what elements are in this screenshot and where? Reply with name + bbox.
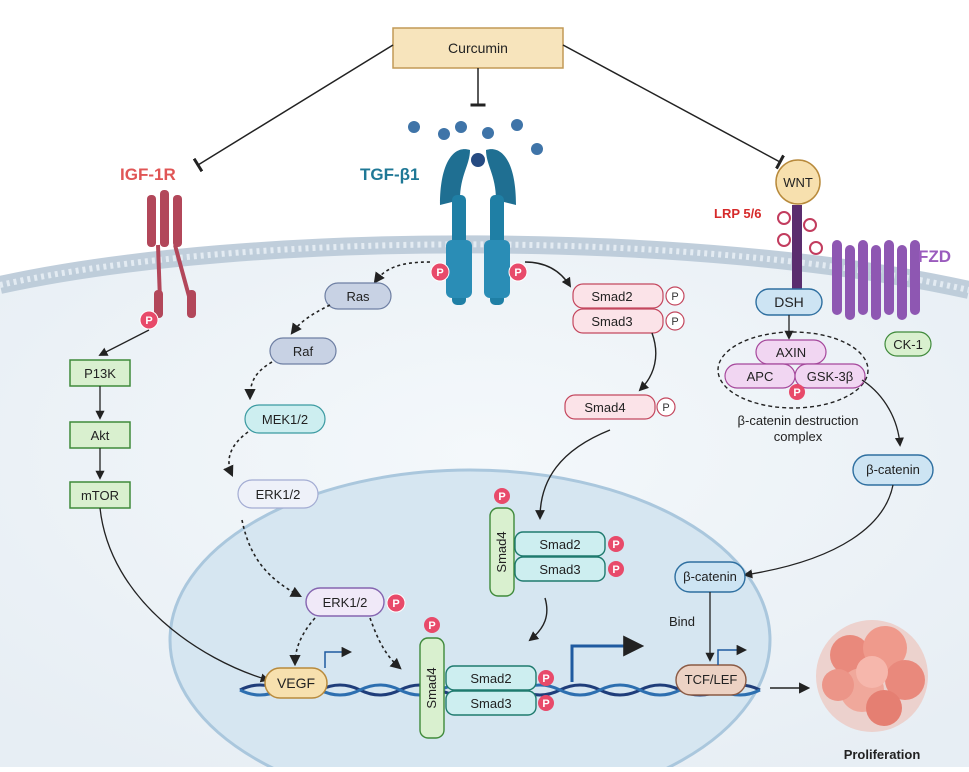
ck1-node[interactable] [884, 331, 932, 357]
tcf-lef-label: TCF/LEF [685, 672, 738, 687]
raf-label: Raf [293, 344, 314, 359]
mek-node[interactable] [244, 404, 326, 434]
svg-text:GSK-3β: GSK-3β [807, 369, 854, 384]
nuclear-smad3[interactable] [445, 690, 537, 716]
svg-text:APC: APC [747, 369, 774, 384]
tcf-lef-node[interactable] [675, 664, 747, 696]
svg-text:Smad4: Smad4 [424, 667, 439, 708]
erk-nuclear-node[interactable] [305, 587, 385, 617]
svg-text:Smad2: Smad2 [470, 671, 511, 686]
fzd-label: FZD [918, 247, 951, 266]
svg-text:P: P [428, 620, 435, 632]
svg-text:P: P [145, 315, 152, 327]
smad3-node[interactable] [572, 308, 664, 334]
smad2-label: Smad2 [591, 289, 632, 304]
smad-complex-smad2[interactable] [514, 531, 606, 557]
svg-text:P: P [498, 491, 505, 503]
svg-text:AXIN: AXIN [776, 345, 806, 360]
complex-label-2: complex [774, 429, 823, 444]
nuclear-smad4[interactable] [419, 637, 445, 739]
axin-node[interactable] [755, 339, 827, 365]
erk-label: ERK1/2 [256, 487, 301, 502]
phospho-igf [139, 310, 159, 330]
vegf-label: VEGF [277, 675, 315, 691]
svg-text:P: P [514, 267, 521, 279]
svg-text:β-catenin: β-catenin [866, 462, 920, 477]
tgf-label: TGF-β1 [360, 165, 419, 184]
svg-text:P: P [436, 267, 443, 279]
complex-label-1: β-catenin destruction [738, 413, 859, 428]
svg-text:Smad3: Smad3 [470, 696, 511, 711]
nuclear-smad2[interactable] [445, 665, 537, 691]
svg-text:P: P [662, 402, 669, 414]
svg-text:P: P [793, 387, 800, 399]
pi3k-label: P13K [84, 366, 116, 381]
proliferation-cluster [816, 620, 928, 732]
fzd-receptor [832, 240, 920, 320]
svg-text:P: P [392, 598, 399, 610]
tgf-ligands [408, 119, 543, 167]
igf-receptor [147, 190, 196, 318]
ras-node[interactable] [324, 282, 392, 310]
bind-label: Bind [669, 614, 695, 629]
ck1-label: CK-1 [893, 337, 923, 352]
dsh-label: DSH [774, 294, 804, 310]
proliferation-label: Proliferation [844, 747, 921, 762]
mtor-node[interactable] [69, 481, 131, 509]
mek-label: MEK1/2 [262, 412, 308, 427]
lrp-receptor [777, 205, 823, 300]
wnt-label: WNT [783, 175, 813, 190]
phospho-tgf-right [508, 262, 528, 282]
destruction-complex [717, 331, 869, 409]
svg-text:Smad2: Smad2 [539, 537, 580, 552]
smad4-node[interactable] [564, 394, 656, 420]
svg-text:P: P [542, 673, 549, 685]
phospho-erk [386, 593, 406, 613]
smad-complex-smad4[interactable] [489, 507, 515, 597]
inhibit-igf [192, 44, 394, 173]
curcumin-node[interactable] [392, 27, 564, 69]
akt-label: Akt [91, 428, 110, 443]
ras-label: Ras [346, 289, 370, 304]
phospho-tgf-left [430, 262, 450, 282]
vegf-node[interactable] [264, 667, 328, 699]
igf-label: IGF-1R [120, 165, 176, 184]
svg-text:P: P [612, 564, 619, 576]
gsk-node[interactable] [794, 363, 866, 389]
svg-text:Smad3: Smad3 [539, 562, 580, 577]
svg-text:Smad4: Smad4 [494, 531, 509, 572]
lrp-label: LRP 5/6 [714, 206, 761, 221]
smad4-label: Smad4 [584, 400, 625, 415]
svg-text:P: P [671, 291, 678, 303]
mtor-label: mTOR [81, 488, 119, 503]
curcumin-label: Curcumin [448, 40, 508, 56]
erk-nuclear-label: ERK1/2 [323, 595, 368, 610]
smad3-label: Smad3 [591, 314, 632, 329]
inhibit-wnt [562, 44, 785, 170]
wnt-ligand[interactable] [775, 159, 821, 205]
svg-text:P: P [671, 316, 678, 328]
raf-node[interactable] [269, 337, 337, 365]
svg-text:P: P [612, 539, 619, 551]
smad-complex-smad3[interactable] [514, 556, 606, 582]
svg-text:β-catenin: β-catenin [683, 569, 737, 584]
smad2-node[interactable] [572, 283, 664, 309]
pi3k-node[interactable] [69, 359, 131, 387]
tgf-receptor [440, 149, 516, 305]
svg-text:P: P [542, 698, 549, 710]
erk-node[interactable] [237, 479, 319, 509]
